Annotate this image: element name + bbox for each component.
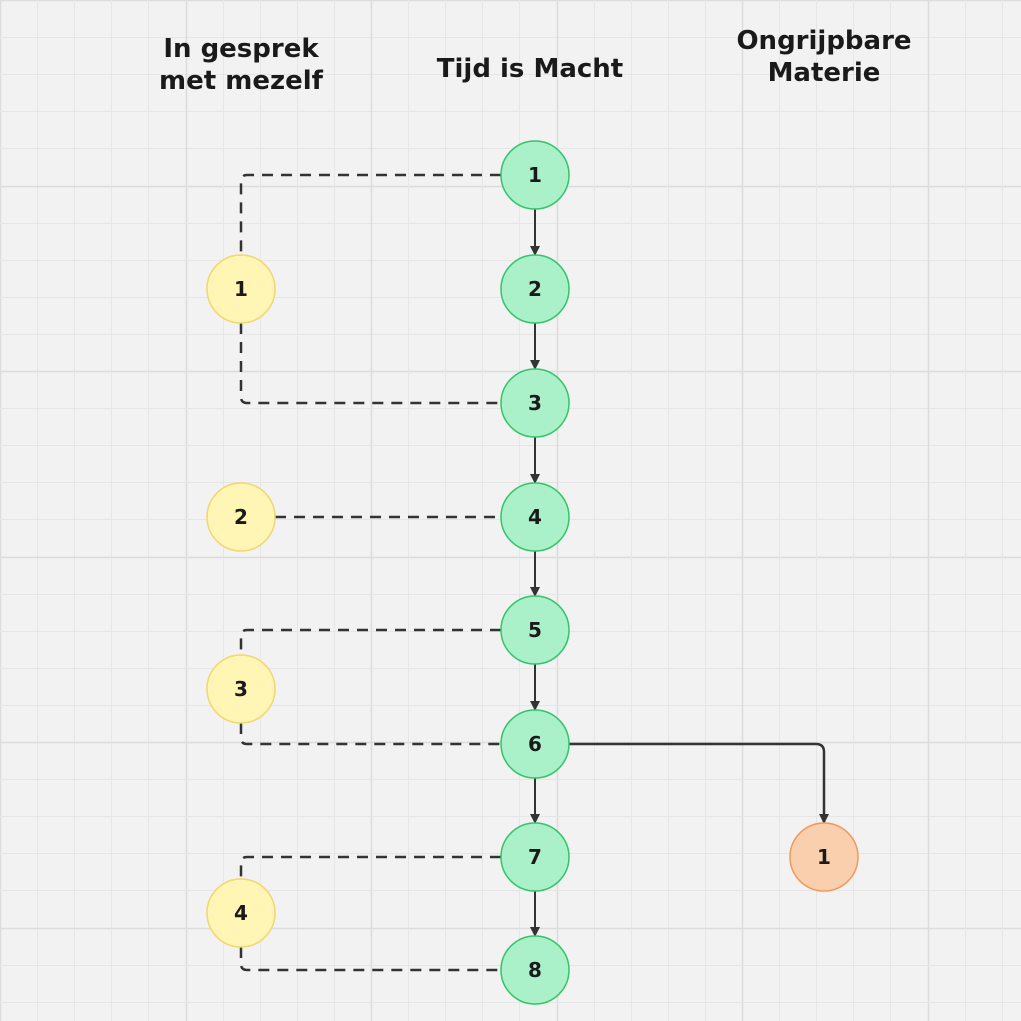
orange-node-label: 1 xyxy=(817,845,831,869)
yellow-node-label: 3 xyxy=(234,677,248,701)
green-node-label: 5 xyxy=(528,618,542,642)
dashed-connector xyxy=(239,173,501,255)
dashed-connector xyxy=(239,323,501,405)
green-node-circle xyxy=(500,709,570,779)
yellow-node[interactable]: 1 xyxy=(206,254,276,324)
green-node-label: 4 xyxy=(528,505,542,529)
green-node-circle xyxy=(500,935,570,1005)
column-title-tijd-is-macht: Tijd is Macht xyxy=(436,54,624,84)
dashed-connector xyxy=(239,628,501,655)
green-node-circle xyxy=(500,482,570,552)
green-node[interactable]: 3 xyxy=(500,368,570,438)
dashed-connector xyxy=(239,723,501,746)
yellow-node[interactable]: 2 xyxy=(206,482,276,552)
green-node-circle xyxy=(500,140,570,210)
green-node-circle xyxy=(500,254,570,324)
green-node-label: 3 xyxy=(528,391,542,415)
green-node[interactable]: 8 xyxy=(500,935,570,1005)
column-title-in-gesprek: In gesprek met mezelf xyxy=(159,34,323,96)
yellow-node-label: 1 xyxy=(234,277,248,301)
yellow-node[interactable]: 4 xyxy=(206,878,276,948)
connectors xyxy=(239,173,829,972)
column-title-ongrijpbare: Ongrijpbare Materie xyxy=(736,26,912,88)
green-node[interactable]: 4 xyxy=(500,482,570,552)
green-node-circle xyxy=(500,595,570,665)
green-node-circle xyxy=(500,822,570,892)
dashed-connector xyxy=(239,855,501,879)
green-node-label: 7 xyxy=(528,845,542,869)
orange-node[interactable]: 1 xyxy=(789,822,859,892)
yellow-node[interactable]: 3 xyxy=(206,654,276,724)
green-node-label: 2 xyxy=(528,277,542,301)
green-node-label: 6 xyxy=(528,732,542,756)
green-node-circle xyxy=(500,368,570,438)
yellow-node-circle xyxy=(206,878,276,948)
green-node[interactable]: 5 xyxy=(500,595,570,665)
yellow-node-label: 2 xyxy=(234,505,248,529)
arrow-connector xyxy=(569,742,829,824)
green-node[interactable]: 6 xyxy=(500,709,570,779)
yellow-node-label: 4 xyxy=(234,901,248,925)
green-node[interactable]: 2 xyxy=(500,254,570,324)
yellow-node-circle xyxy=(206,254,276,324)
green-node-label: 8 xyxy=(528,958,542,982)
orange-node-circle xyxy=(789,822,859,892)
yellow-node-circle xyxy=(206,654,276,724)
dashed-connector xyxy=(239,947,501,972)
green-node[interactable]: 1 xyxy=(500,140,570,210)
nodes: 1 2 3 4 5 6 7 8 1 2 3 4 1 xyxy=(206,140,859,1005)
green-node[interactable]: 7 xyxy=(500,822,570,892)
yellow-node-circle xyxy=(206,482,276,552)
green-node-label: 1 xyxy=(528,163,542,187)
